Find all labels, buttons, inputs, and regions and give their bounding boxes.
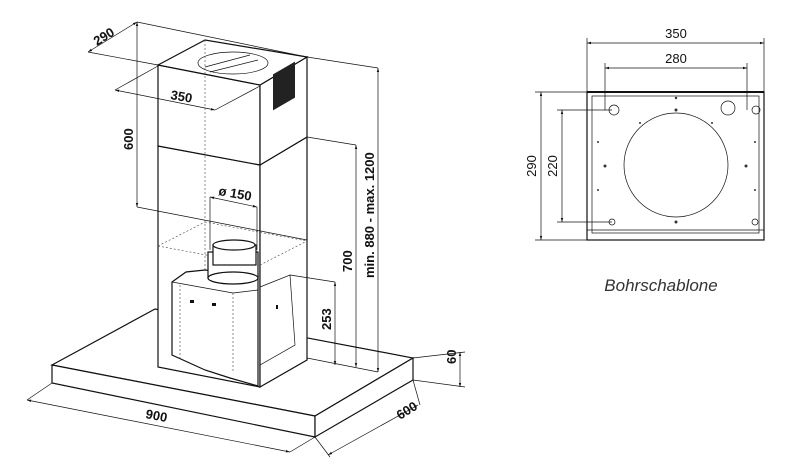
template-hole-spacing-y-label: 220 (545, 155, 560, 177)
template-hole-spacing-x-label: 280 (665, 51, 687, 66)
dim-700-label: 700 (340, 250, 355, 272)
dim-60-label: 60 (444, 350, 459, 364)
template-height-label: 290 (524, 155, 539, 177)
dim-253-label: 253 (319, 308, 334, 330)
dim-290-label: 290 (91, 24, 117, 48)
dim-350-label: 350 (169, 87, 193, 106)
dim-600-depth-label: 600 (394, 398, 420, 422)
dim-900-label: 900 (144, 406, 168, 425)
dimension-lines (26, 21, 466, 458)
dim-600-height-label: 600 (121, 128, 136, 150)
duct-connector (207, 239, 259, 285)
dim-total-height-label: min. 880 - max. 1200 (362, 152, 377, 278)
hood-drawing: 290 350 600 ø 150 700 min. 880 - max. 12… (26, 21, 466, 458)
template-caption: Bohrschablone (604, 276, 717, 295)
template-width-label: 350 (665, 26, 687, 41)
dim-duct-diameter-label: ø 150 (217, 183, 252, 204)
drilling-template: 350 280 290 220 Bohrschablone (524, 26, 765, 295)
motor-unit (171, 269, 296, 387)
